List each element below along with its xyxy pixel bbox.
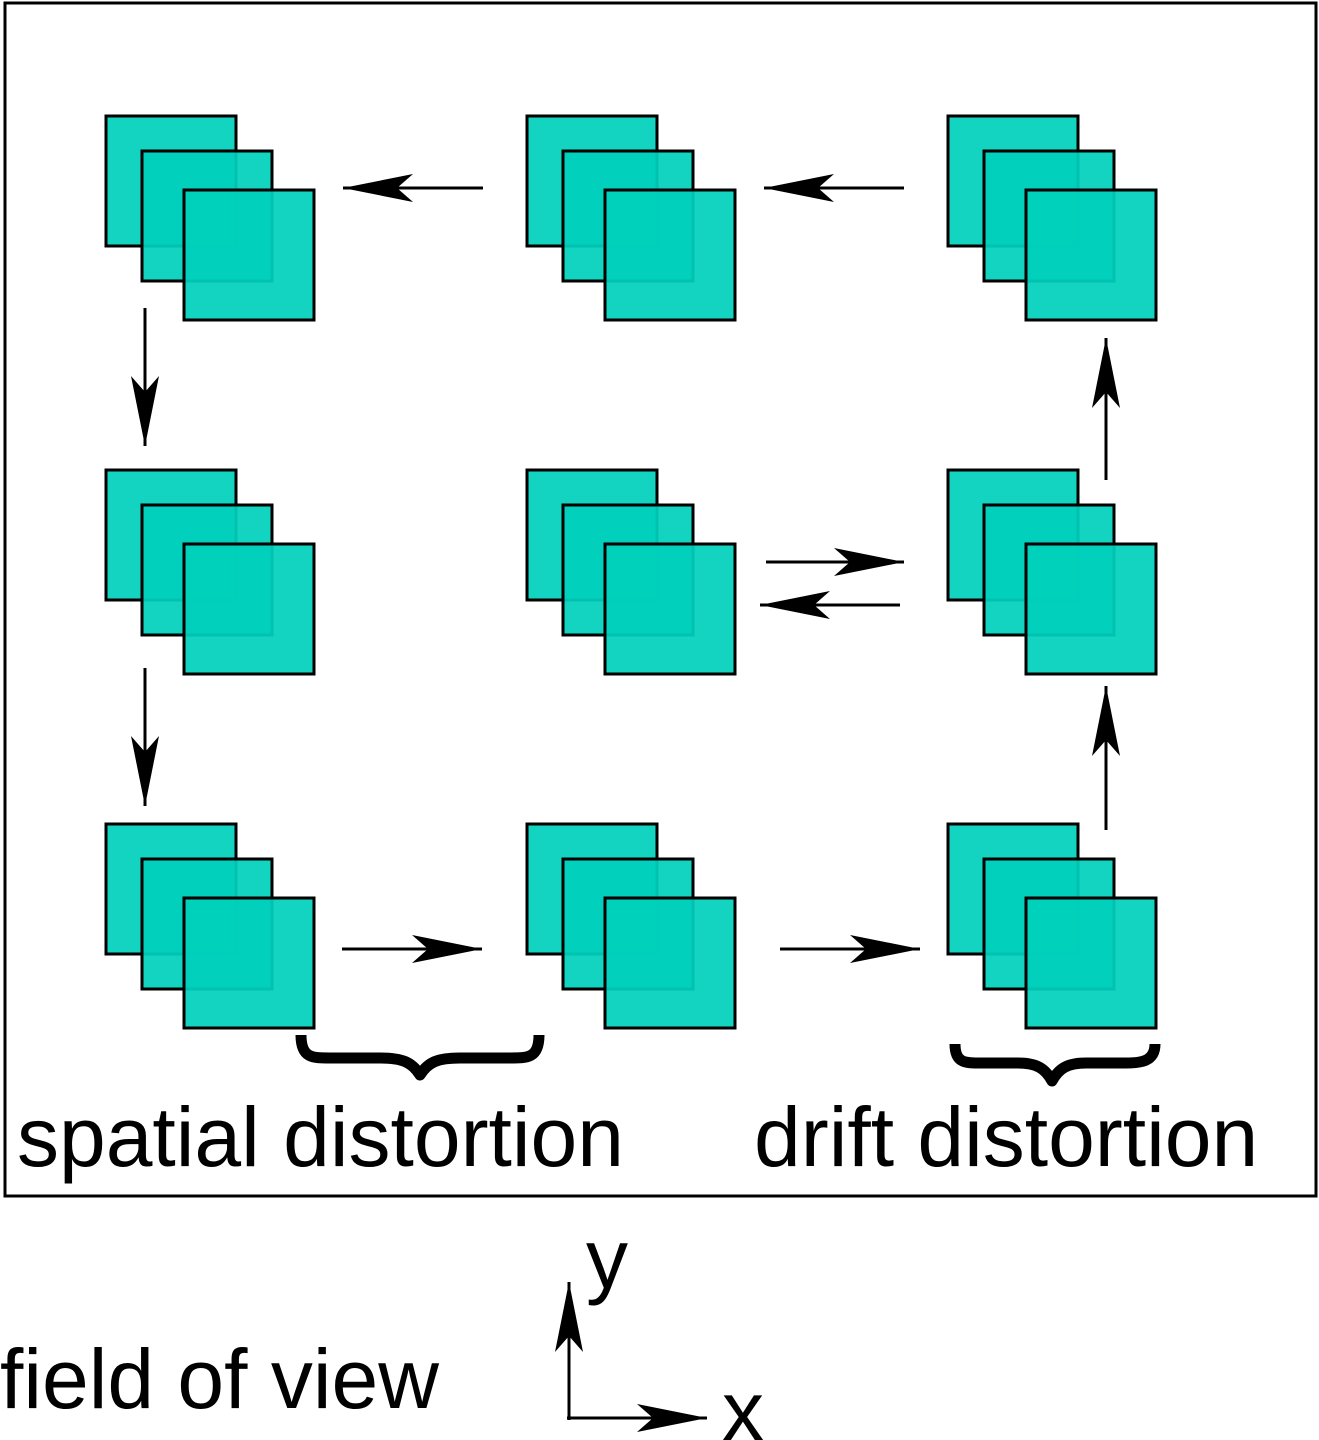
image-stack-r1-c1 <box>104 114 316 322</box>
image-stack-r1-c3 <box>946 114 1158 322</box>
axis-indicator <box>555 1282 707 1432</box>
image-stack-r2-c2 <box>525 468 737 676</box>
image-frame <box>182 542 316 676</box>
image-frame <box>603 188 737 322</box>
y-axis-label: y <box>586 1212 628 1306</box>
image-frame <box>1024 542 1158 676</box>
image-stack-r3-c2 <box>525 822 737 1030</box>
image-stack-r3-c1 <box>104 822 316 1030</box>
drift-distortion-label: drift distortion <box>754 1090 1258 1184</box>
image-frame <box>182 188 316 322</box>
drift-distortion-brace <box>949 1043 1161 1087</box>
spatial-distortion-label: spatial distortion <box>17 1090 624 1184</box>
image-stack-r2-c3 <box>946 468 1158 676</box>
image-stack-r1-c2 <box>525 114 737 322</box>
image-frame <box>603 896 737 1030</box>
field-of-view-border <box>3 1 1318 1198</box>
image-frame <box>603 542 737 676</box>
scan-path-arrows <box>131 174 1120 963</box>
image-stack-r2-c1 <box>104 468 316 676</box>
image-frame <box>182 896 316 1030</box>
spatial-distortion-brace <box>295 1034 545 1081</box>
image-stack-r3-c3 <box>946 822 1158 1030</box>
image-frame <box>1024 188 1158 322</box>
x-axis-label: x <box>722 1364 764 1440</box>
image-stack-grid <box>104 114 1158 1030</box>
image-frame <box>1024 896 1158 1030</box>
field-of-view-label: field of view <box>0 1332 439 1426</box>
